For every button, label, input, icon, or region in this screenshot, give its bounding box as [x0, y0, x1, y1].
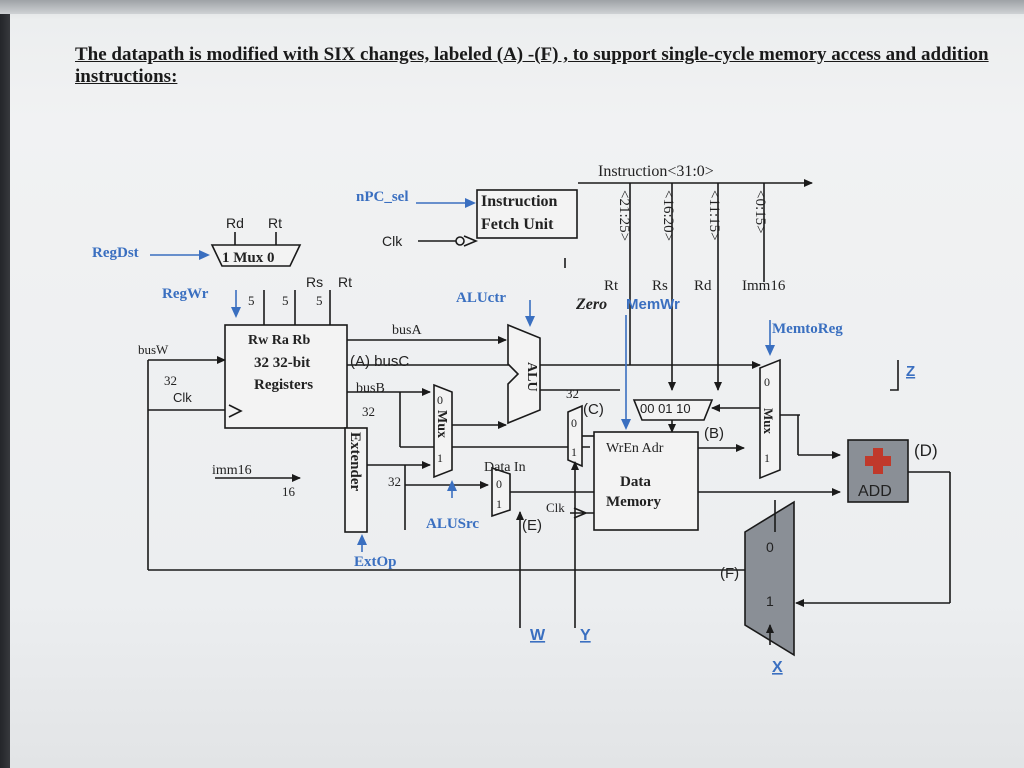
alusrc-mux-1: 1 — [437, 451, 443, 465]
alusrc-label: ALUSrc — [426, 516, 479, 532]
five-b: 5 — [282, 293, 289, 308]
plus-icon — [865, 448, 891, 474]
five-c: 5 — [316, 293, 323, 308]
imm-16-label: 16 — [282, 484, 296, 499]
d-label: (D) — [914, 441, 938, 460]
c-1: 1 — [571, 445, 577, 459]
extender-label: Extender — [347, 432, 363, 492]
w-label: W — [530, 627, 546, 644]
busb-32-label: 32 — [362, 404, 375, 419]
aluctr-label: ALUctr — [456, 290, 506, 306]
rd-label: Rd — [226, 215, 244, 231]
dm-label-2: Memory — [606, 494, 661, 510]
clk-ifu-edge — [463, 235, 479, 247]
rw-ra-rb-label: Rw Ra Rb — [248, 333, 310, 348]
monitor-bezel — [0, 0, 1024, 14]
clk-ifu-label: Clk — [382, 233, 403, 249]
dm-label-1: Data — [620, 474, 651, 490]
e-0: 0 — [496, 477, 502, 491]
z-wire — [890, 360, 899, 391]
z-label: Z — [906, 363, 915, 380]
alusrc-mux-label: Mux — [434, 410, 449, 438]
rs-label: Rs — [306, 274, 323, 290]
x-label: X — [772, 659, 783, 676]
e-1: 1 — [496, 497, 502, 511]
field-16-20: <16:20> — [660, 190, 676, 241]
npc-sel-label: nPC_sel — [356, 189, 409, 205]
memtoreg-0: 0 — [764, 375, 770, 389]
reg-label-3: Registers — [254, 377, 313, 393]
mux-e — [491, 466, 511, 518]
mux-b — [632, 399, 714, 421]
alusrc-mux-0: 0 — [437, 393, 443, 407]
mux-f — [744, 500, 795, 657]
c-label: (C) — [583, 401, 604, 418]
clk-dm-label: Clk — [546, 500, 565, 515]
field-21-25: <21:25> — [616, 190, 632, 241]
field-0-15: <0:15> — [752, 190, 768, 234]
reg-label-2: 32 32-bit — [254, 355, 310, 371]
busb-label: busB — [356, 381, 385, 396]
rs-field-label: Rs — [652, 278, 668, 294]
regwr-label: RegWr — [162, 286, 209, 302]
add-label: ADD — [858, 483, 892, 500]
f-label: (F) — [720, 565, 739, 582]
rt-field-label: Rt — [604, 278, 619, 294]
ifu-label-1: Instruction — [481, 193, 558, 210]
data-memory — [593, 431, 699, 531]
alu — [507, 323, 541, 425]
b-label: (B) — [704, 425, 724, 442]
imm16-field-label: Imm16 — [742, 278, 786, 294]
f-0: 0 — [766, 539, 774, 555]
memtoreg-mux-label: Mux — [761, 408, 776, 435]
memwr-label: MemWr — [626, 296, 680, 313]
alu-32-label: 32 — [566, 386, 579, 401]
imm16-label: imm16 — [212, 463, 252, 478]
f-1: 1 — [766, 593, 774, 609]
regdst-mux — [210, 244, 302, 267]
extop-label: ExtOp — [354, 554, 397, 570]
five-a: 5 — [248, 293, 255, 308]
alusrc-mux — [433, 383, 453, 479]
memtoreg-mux — [759, 358, 781, 480]
rt-label: Rt — [268, 215, 282, 231]
question-heading: The datapath is modified with SIX change… — [75, 44, 989, 87]
ifu-label-2: Fetch Unit — [481, 216, 554, 233]
a-busc-label: (A) busC — [350, 353, 409, 370]
data-in-label: Data In — [484, 460, 526, 475]
y-label: Y — [580, 627, 591, 644]
rt-label-2: Rt — [338, 274, 352, 290]
register-file — [224, 324, 348, 429]
busw-label: busW — [138, 342, 169, 357]
clk-ifu-bubble — [455, 236, 465, 246]
clk-reg-label: Clk — [173, 390, 192, 405]
e-label: (E) — [522, 517, 542, 534]
field-11-15: <11:15> — [706, 190, 722, 241]
instruction-fetch-unit — [476, 189, 578, 239]
clk-dm — [570, 507, 594, 519]
memtoreg-1: 1 — [764, 451, 770, 465]
wren-adr-label: WrEn Adr — [606, 441, 664, 456]
mux-c — [567, 404, 583, 468]
c-0: 0 — [571, 416, 577, 430]
mux-b-codes: 00 01 10 — [640, 401, 691, 416]
instruction-label: Instruction<31:0> — [598, 163, 714, 180]
clk-reg-edge — [228, 404, 243, 418]
alu-label: ALU — [524, 362, 539, 392]
extender — [344, 427, 368, 533]
ext-32-label: 32 — [388, 474, 401, 489]
rd-field-label: Rd — [694, 278, 712, 294]
busa-label: busA — [392, 323, 422, 338]
regdst-label: RegDst — [92, 245, 139, 261]
memtoreg-label: MemtoReg — [772, 321, 843, 337]
zero-label: Zero — [575, 296, 607, 313]
regdst-mux-label: 1 Mux 0 — [222, 250, 275, 266]
busw-32-label: 32 — [164, 373, 177, 388]
